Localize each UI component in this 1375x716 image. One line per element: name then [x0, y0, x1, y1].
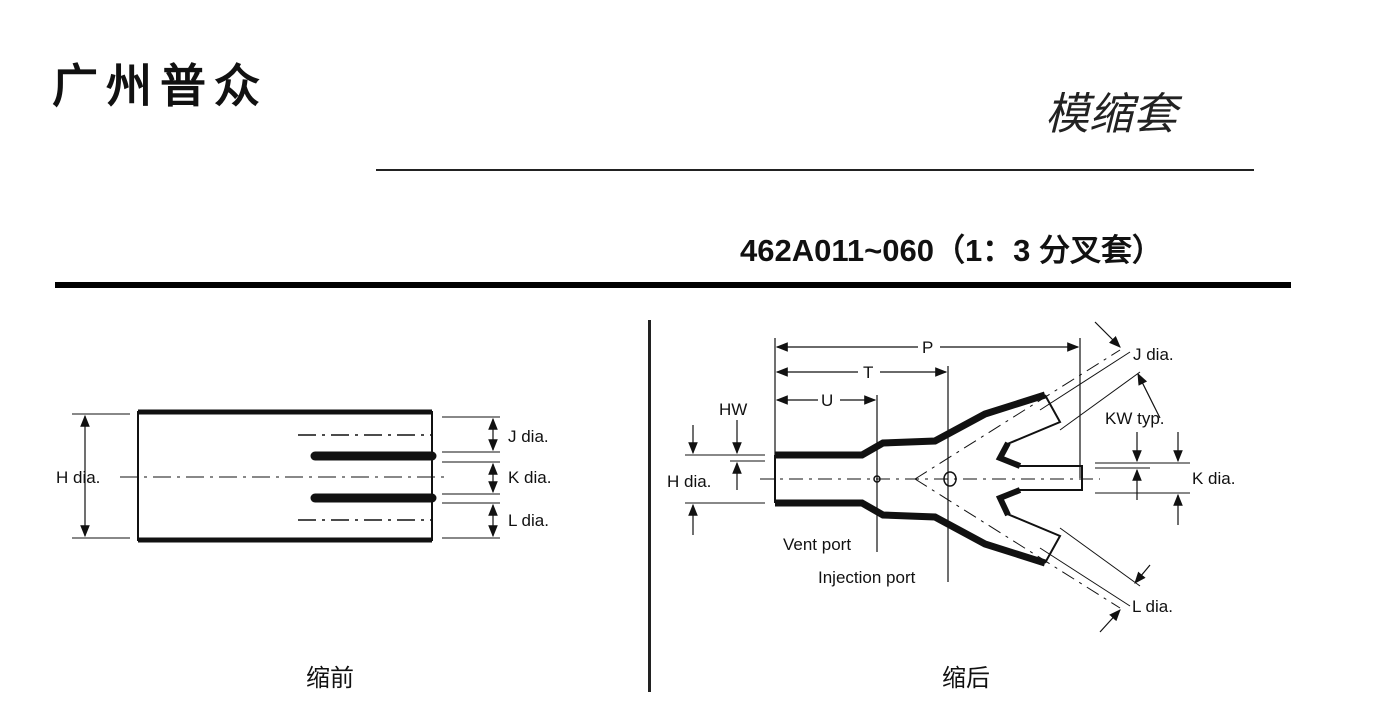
before-shrink-diagram — [72, 409, 500, 543]
label-h-dia: H dia. — [56, 468, 100, 487]
label-injection-port: Injection port — [818, 568, 916, 587]
label-t: T — [863, 363, 873, 382]
label-j-dia: J dia. — [508, 427, 549, 446]
label-u: U — [821, 391, 833, 410]
header-rule — [376, 169, 1254, 171]
after-shrink-diagram — [685, 321, 1190, 633]
label-j-dia: J dia. — [1133, 345, 1174, 364]
label-hw: HW — [719, 400, 747, 419]
label-k-dia: K dia. — [1192, 469, 1235, 488]
label-l-dia: L dia. — [508, 511, 549, 530]
label-kw-typ: KW typ. — [1105, 409, 1165, 428]
before-caption: 缩前 — [306, 664, 354, 692]
company-name: 广州普众 — [52, 59, 268, 113]
section-rule — [55, 282, 1291, 288]
product-type: 模缩套 — [1045, 89, 1177, 140]
label-p: P — [922, 338, 933, 357]
label-vent-port: Vent port — [783, 535, 851, 554]
label-l-dia: L dia. — [1132, 597, 1173, 616]
label-k-dia: K dia. — [508, 468, 551, 487]
section-title: 462A011~060（1：3 分叉套） — [740, 233, 1164, 268]
after-caption: 缩后 — [942, 664, 990, 692]
diagram-divider — [648, 320, 651, 692]
label-h-dia: H dia. — [667, 472, 711, 491]
